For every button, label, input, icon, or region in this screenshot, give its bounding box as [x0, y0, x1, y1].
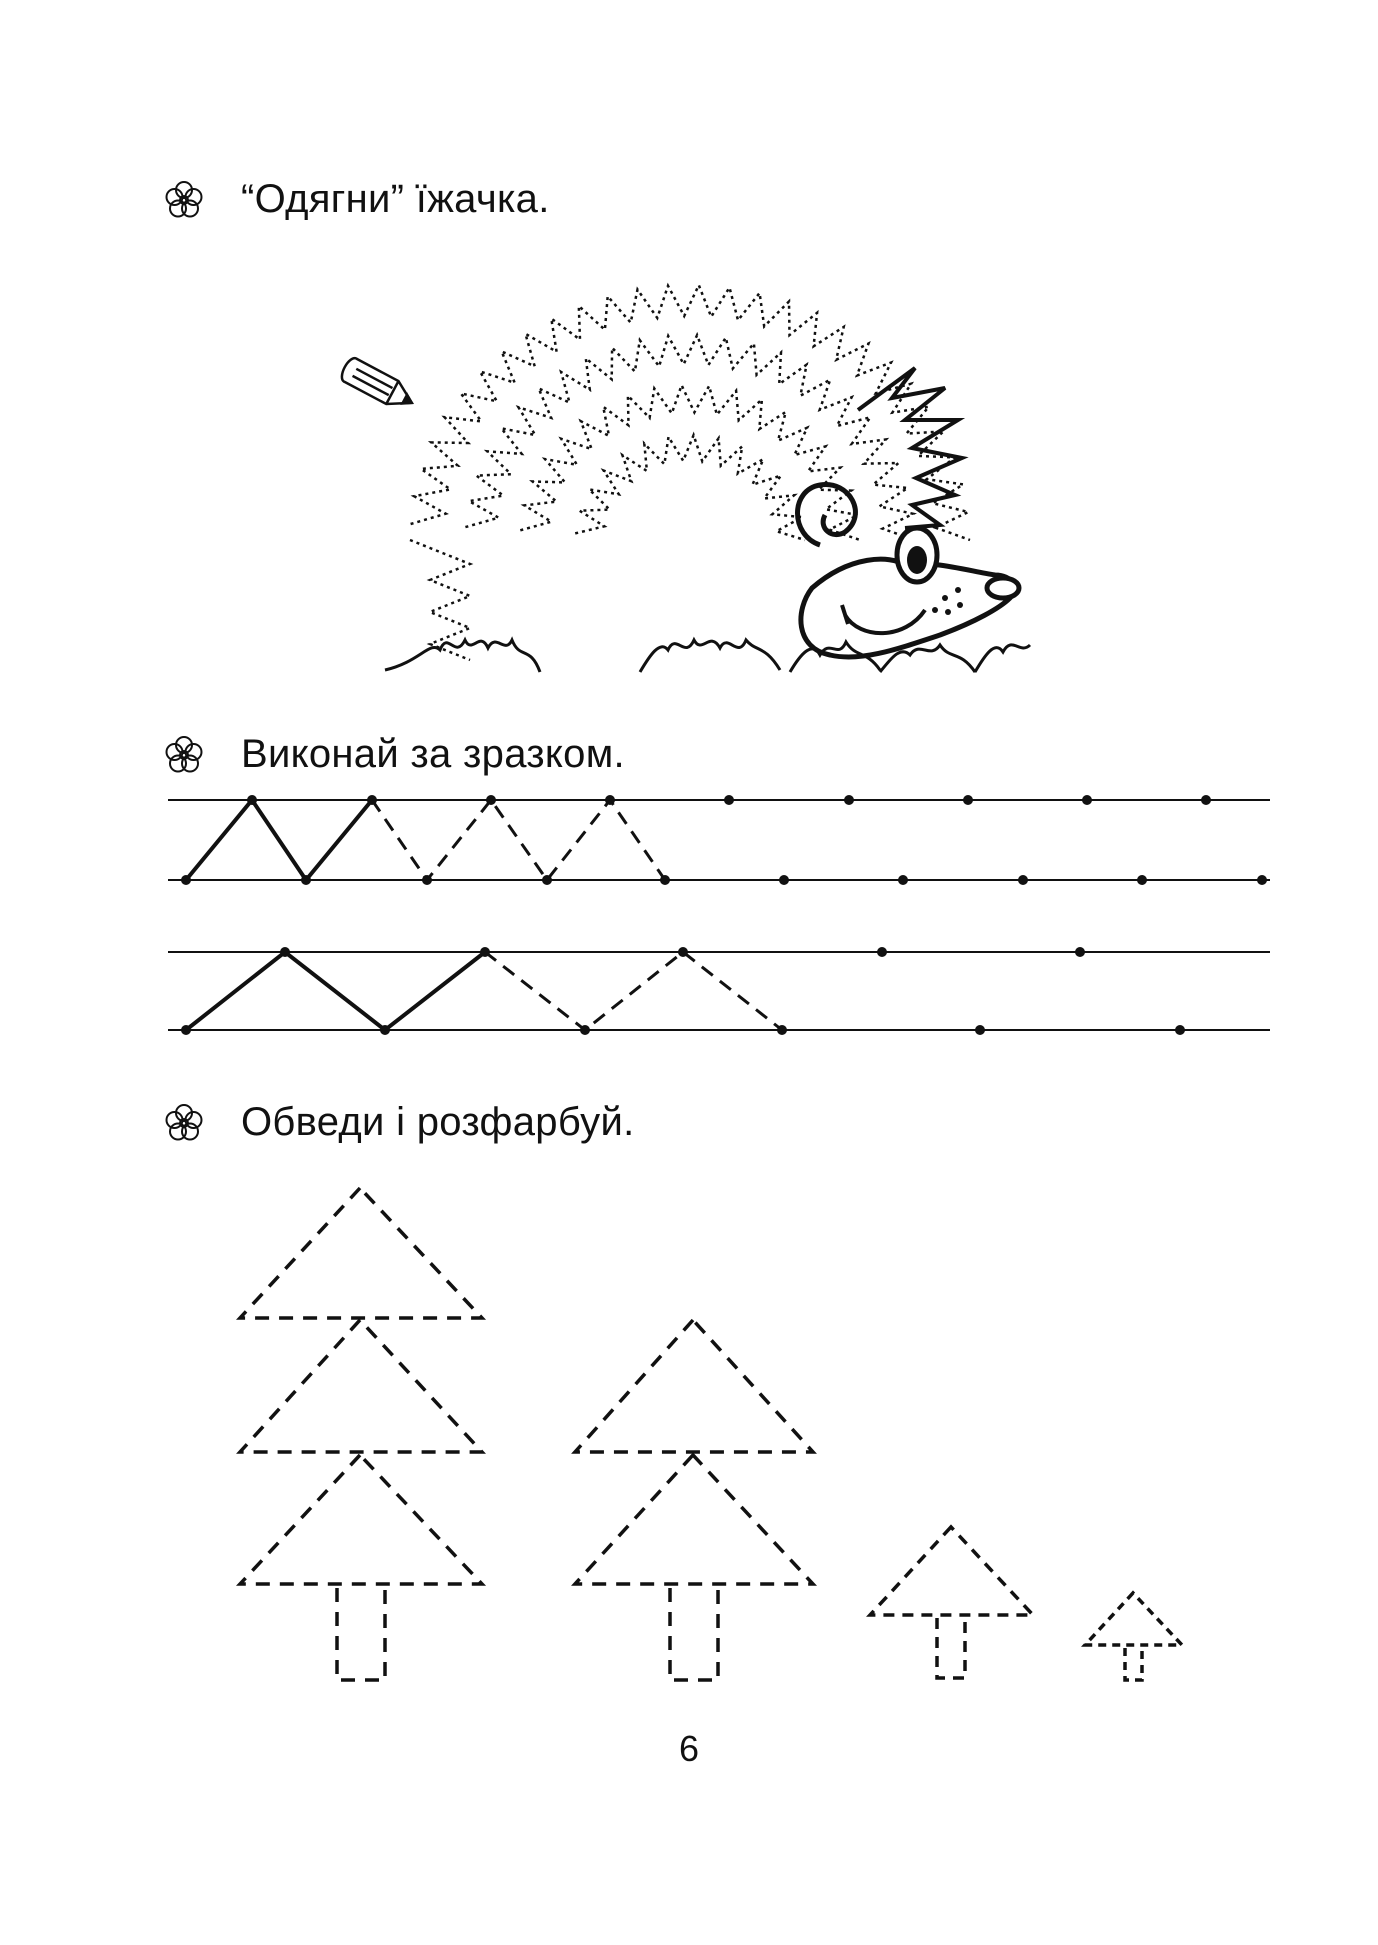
grass	[384, 636, 1032, 673]
hedgehog-ear	[795, 482, 858, 548]
hedgehog-illustration	[384, 281, 1032, 673]
tree-medium	[571, 1317, 818, 1682]
dotted-spikes	[409, 281, 972, 662]
task-title: Обведи і розфарбуй.	[241, 1100, 635, 1144]
sample-zigzag	[184, 796, 374, 884]
task-title: Виконай за зразком.	[241, 732, 625, 776]
spike-layer	[574, 431, 807, 542]
flower-icon	[165, 180, 203, 217]
trace-trees	[235, 1185, 1187, 1682]
solid-spikes	[856, 366, 969, 530]
pencil-icon	[340, 356, 414, 406]
spike-fringe	[409, 538, 474, 662]
hedgehog-cheek	[840, 604, 850, 625]
trace-zigzag	[370, 797, 667, 883]
task-title: “Одягни” їжачка.	[241, 177, 550, 221]
spike-layer	[519, 381, 862, 542]
hedgehog-smile	[843, 608, 927, 636]
page-number: 6	[678, 1728, 700, 1769]
spike-layer	[410, 281, 972, 542]
zigzag-dots	[181, 795, 1267, 1035]
tree-large	[235, 1185, 487, 1682]
spike-layer	[465, 331, 917, 542]
trace-zigzag	[484, 950, 783, 1032]
sample-zigzag	[184, 949, 487, 1033]
hedgehog-nose-dots	[932, 587, 963, 615]
task-2: Виконай за зразком.	[163, 732, 625, 777]
hedgehog-pupil	[907, 546, 927, 574]
task-3: Обведи і розфарбуй.	[163, 1100, 635, 1145]
tree-small	[866, 1524, 1038, 1680]
zigzag-exercise	[168, 795, 1270, 1035]
flower-icon	[165, 735, 203, 772]
flower-icon	[165, 1103, 203, 1140]
tree-tiny	[1081, 1590, 1187, 1682]
task-1: “Одягни” їжачка.	[163, 177, 550, 222]
hedgehog-nose	[984, 575, 1022, 601]
